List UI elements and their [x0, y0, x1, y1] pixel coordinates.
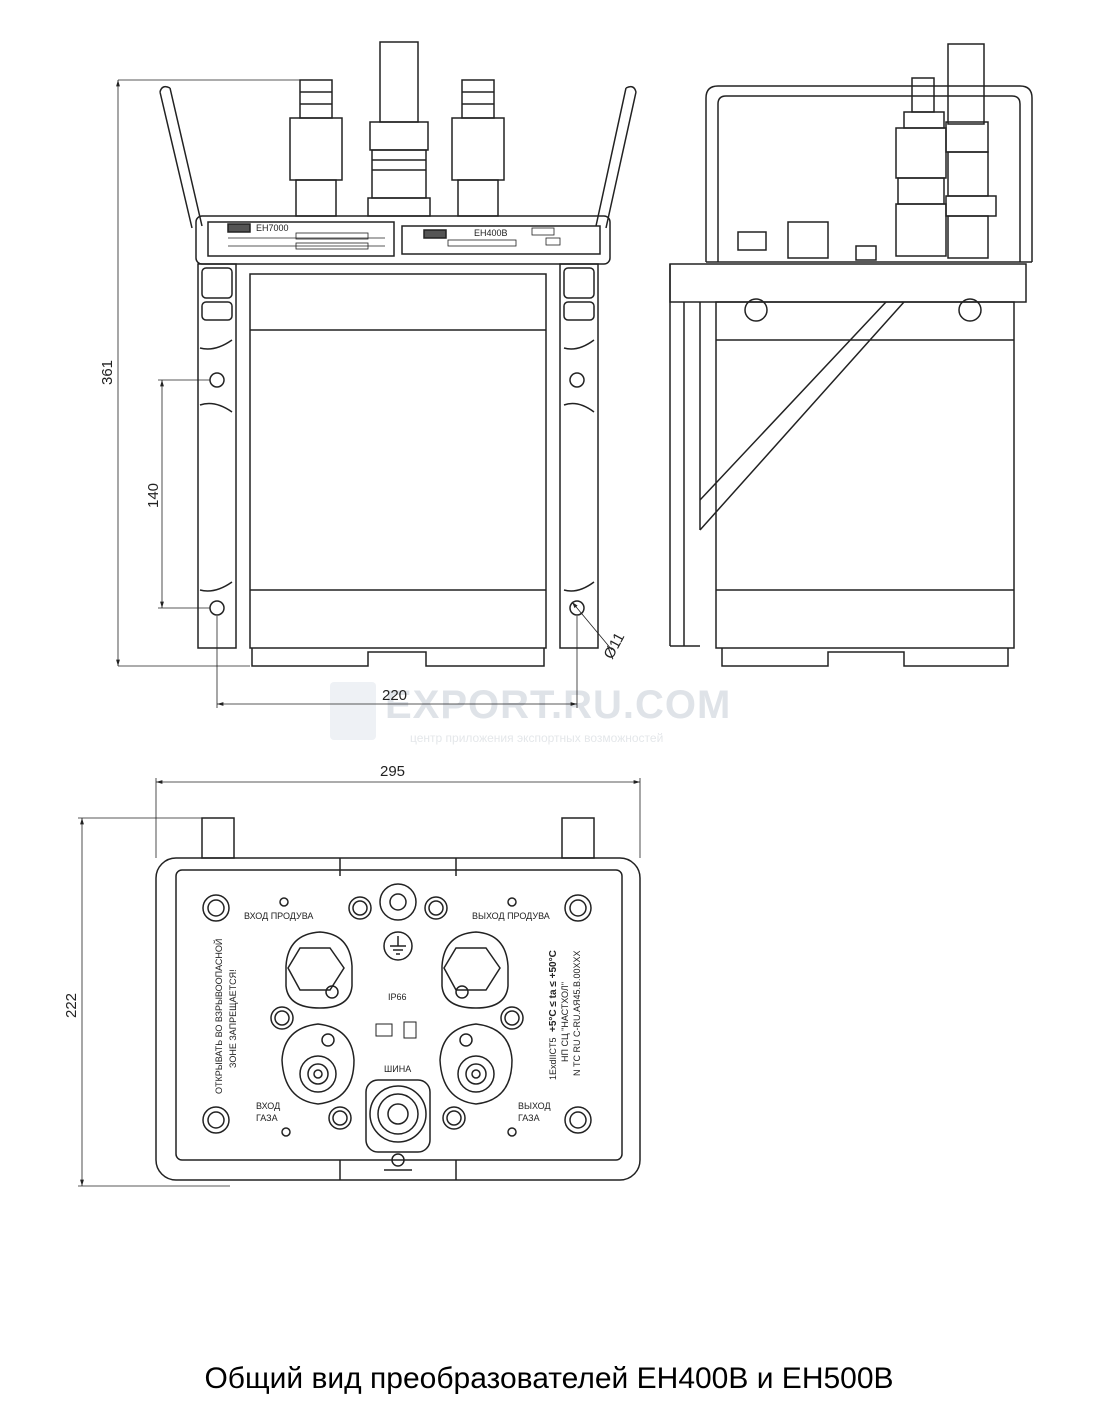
purge-out-port: [441, 931, 509, 1009]
label-purge-in: ВХОД ПРОДУВА: [244, 911, 313, 921]
ex-mark: [403, 1021, 417, 1039]
gas-in-port: [281, 1023, 355, 1105]
bottom-frame-inner: [175, 869, 623, 1161]
label-cert-body: НП СЦ "НАСТХОЛ": [560, 982, 570, 1062]
ground-icon: [383, 931, 413, 961]
label-cert-number: N ТС RU C-RU.АЯ45.B.00XXX: [572, 950, 582, 1076]
dim-height-bottom: 222: [63, 993, 80, 1018]
dim-width-bottom: 295: [380, 763, 405, 780]
mount-hole-top-left: [209, 372, 225, 388]
side-view: [669, 43, 1033, 667]
front-body: [249, 273, 547, 649]
dim-hole-diameter: Ø11: [601, 630, 629, 662]
label-warning-2: ЗОНЕ ЗАПРЕЩАЕТСЯ!: [228, 969, 238, 1068]
nameplate-left-model: EH7000: [256, 223, 289, 233]
dim-mount-vertical: 140: [145, 483, 162, 508]
label-bus: ШИНА: [384, 1064, 411, 1074]
side-handle: [705, 85, 1033, 262]
front-handle-left: [159, 85, 203, 229]
front-rail-right: [559, 263, 599, 649]
side-body: [715, 301, 1015, 649]
purge-in-port: [285, 931, 353, 1009]
front-view: [116, 41, 637, 708]
technical-drawing: EXPORT.RU.COM центр приложения экспортны…: [63, 41, 1033, 1187]
mount-hole-bottom-right: [569, 600, 585, 616]
figure-caption: Общий вид преобразователей EH400B и EH50…: [204, 1362, 894, 1395]
watermark-tagline: центр приложения экспортных возможностей: [410, 731, 663, 745]
label-purge-out: ВЫХОД ПРОДУВА: [472, 911, 550, 921]
nameplate-right-model: EH400B: [474, 228, 508, 238]
gas-out-port: [439, 1023, 513, 1105]
bottom-frame-outer: [155, 857, 641, 1181]
front-handle-right: [595, 85, 637, 229]
side-bracket: [669, 263, 1027, 303]
watermark-brand: EXPORT.RU.COM: [385, 683, 731, 727]
bottom-view: [78, 778, 641, 1187]
label-warning-1: ОТКРЫВАТЬ ВО ВЗРЫВООПАСНОЙ: [213, 939, 224, 1094]
mount-hole-bottom-left: [209, 600, 225, 616]
label-ex-marking: 1ExdIICT5: [548, 1037, 558, 1080]
watermark-logo: [330, 682, 376, 740]
label-gas-in-1: ВХОД: [256, 1101, 280, 1111]
bus-connector: [365, 1079, 431, 1153]
dim-height-front: 361: [99, 360, 116, 385]
eac-mark: [375, 1023, 393, 1037]
ground-terminal: [379, 883, 417, 921]
mount-hole-top-right: [569, 372, 585, 388]
label-temp-range: +5°C ≤ ta ≤ +50°C: [548, 950, 559, 1032]
label-gas-out-1: ВЫХОД: [518, 1101, 551, 1111]
label-gas-in-2: ГАЗА: [256, 1113, 278, 1123]
label-ip-rating: IP66: [388, 992, 407, 1002]
label-gas-out-2: ГАЗА: [518, 1113, 540, 1123]
dim-mount-horizontal: 220: [382, 687, 407, 704]
